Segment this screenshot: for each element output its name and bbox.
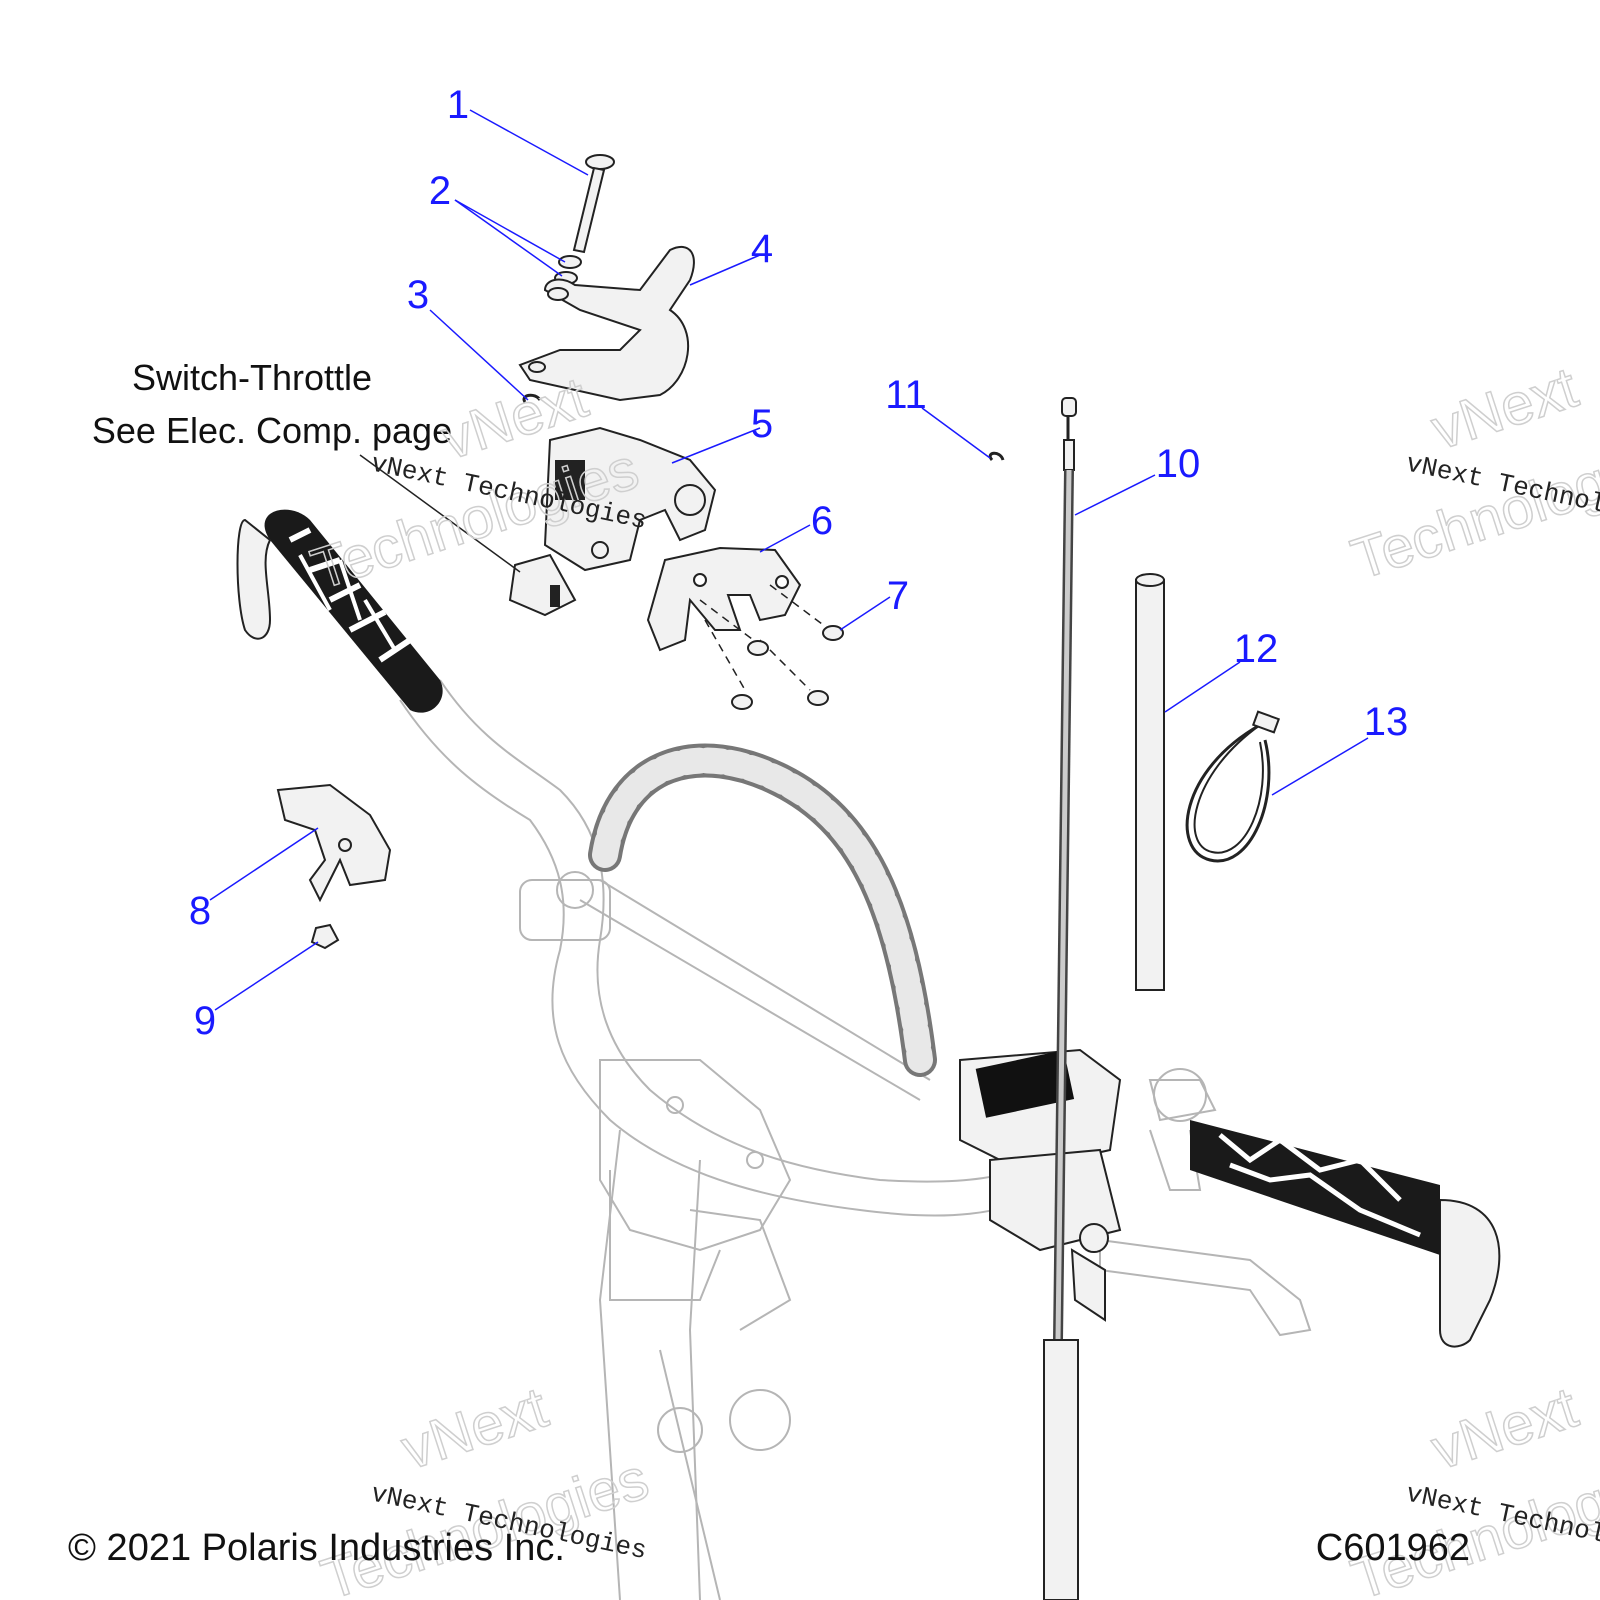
part-6-lower-housing: [646, 546, 802, 652]
callout-2: 2: [429, 169, 451, 213]
callout-12: 12: [1234, 627, 1279, 671]
left-grip: [236, 509, 443, 713]
callout-3: 3: [407, 273, 429, 317]
callout-13: 13: [1364, 700, 1409, 744]
callout-5: 5: [751, 402, 773, 446]
watermark-large-top-2: vNext: [1424, 355, 1585, 463]
part-4-bracket: [518, 245, 695, 402]
callout-1: 1: [447, 83, 469, 127]
copyright: © 2021 Polaris Industries Inc.: [68, 1527, 565, 1569]
callout-4: 4: [751, 227, 773, 271]
part-7-screws: [699, 584, 844, 710]
part-8-mount: [276, 783, 392, 903]
note-line-1: Switch-Throttle: [132, 357, 372, 398]
watermark-large-top-3: vNext: [394, 1375, 555, 1483]
part-11-clip: [988, 451, 1005, 461]
watermark-large-top-4: vNext: [1424, 1375, 1585, 1483]
note-leader: [359, 454, 521, 573]
part-9-grommet: [310, 923, 340, 950]
callout-7: 7: [887, 574, 909, 618]
right-grip: [1190, 1120, 1440, 1255]
brake-hose: [588, 743, 937, 1077]
handlebar-assembly-ghost: [399, 679, 1501, 1600]
part-1-bolt: [572, 154, 615, 254]
part-13-cable-tie: [1185, 710, 1281, 863]
callout-6: 6: [811, 499, 833, 543]
switch-throttle-module: [508, 553, 577, 617]
note-line-2: See Elec. Comp. page: [92, 410, 452, 451]
callout-11: 11: [885, 373, 927, 417]
callout-9: 9: [194, 999, 216, 1043]
master-cylinder: [959, 1048, 1122, 1253]
part-12-sleeve: [1135, 573, 1165, 991]
leader-lines: [209, 109, 1369, 1011]
watermarks: vNext Technologies vNext Technologies vN…: [303, 354, 1600, 1600]
callout-8: 8: [189, 889, 211, 933]
part-10-cable: [1043, 397, 1106, 1600]
part-3-clip: [522, 393, 542, 403]
callout-10: 10: [1156, 442, 1201, 486]
figure-id: C601962: [1316, 1527, 1470, 1569]
